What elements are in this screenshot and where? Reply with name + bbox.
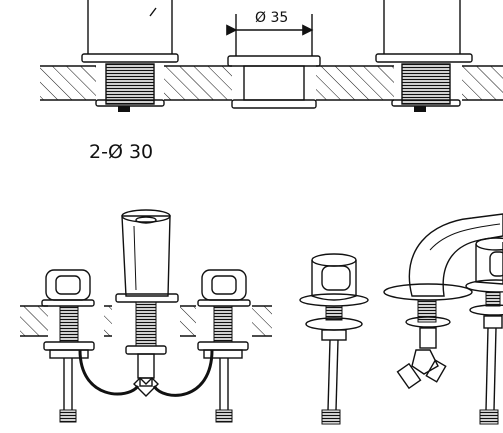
installed-faucet-assembly <box>20 209 272 423</box>
handle-holes-dimension-label: 2-Ø 30 <box>89 141 154 163</box>
right-handle-valve <box>196 269 252 423</box>
spout-with-tee <box>383 213 503 390</box>
spout-hole-dimension-label: Ø 35 <box>255 10 289 26</box>
spout-hole <box>226 14 321 109</box>
right-handle-hole <box>375 0 473 112</box>
handle-valve <box>299 253 369 425</box>
mounting-holes-section <box>40 0 503 112</box>
exploded-faucet-parts <box>299 213 503 425</box>
left-handle-valve <box>41 269 104 423</box>
handle-valve-partial <box>465 237 503 425</box>
hoses <box>78 349 214 397</box>
left-handle-hole <box>81 0 179 112</box>
spout <box>112 209 180 379</box>
tee-connector <box>133 377 159 397</box>
